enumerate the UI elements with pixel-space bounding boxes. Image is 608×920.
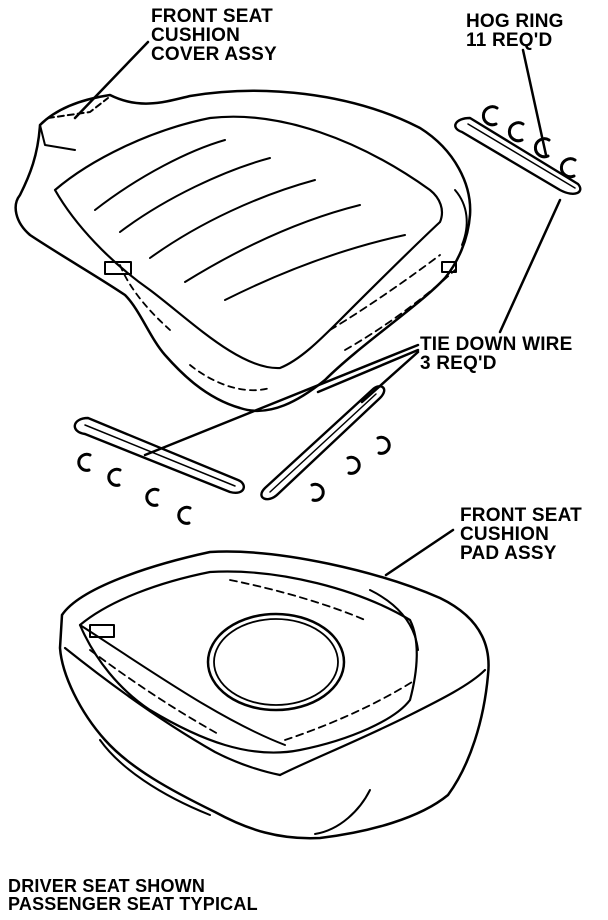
hog-rings-lower-left [77, 452, 192, 525]
tie-down-wire-label-line-2: 3 REQ'D [420, 353, 497, 374]
pad-assy-label-line-2: CUSHION [460, 524, 550, 545]
tie-down-wire-label-line-1: TIE DOWN WIRE [420, 334, 573, 355]
hog-rings-upper [481, 105, 577, 179]
pad-assy-label-line-3: PAD ASSY [460, 543, 557, 564]
cover-assy-label-line-1: FRONT SEAT [151, 6, 273, 27]
tie-down-wire-upper [454, 116, 582, 195]
cushion-cover-assembly [14, 89, 472, 413]
caption-line-2: PASSENGER SEAT TYPICAL [8, 894, 258, 914]
leader-lines [73, 40, 562, 577]
hog-ring-label-line-2: 11 REQ'D [466, 30, 553, 51]
cover-assy-label: FRONT SEAT CUSHION COVER ASSY [151, 7, 277, 64]
cover-assy-label-line-3: COVER ASSY [151, 44, 277, 65]
hog-ring-label-line-1: HOG RING [466, 11, 564, 32]
cover-assy-label-line-2: CUSHION [151, 25, 241, 46]
caption-line-1: DRIVER SEAT SHOWN [8, 876, 206, 896]
pad-assy-label-line-1: FRONT SEAT [460, 505, 582, 526]
hog-ring-label: HOG RING 11 REQ'D [466, 12, 564, 50]
hog-rings-lower-right [310, 435, 391, 502]
tie-down-wire-label: TIE DOWN WIRE 3 REQ'D [420, 335, 572, 373]
tie-down-wire-lower-right [260, 385, 386, 501]
tie-down-wire-lower-left [73, 416, 245, 494]
cushion-pad-assembly [58, 550, 490, 840]
pad-assy-label: FRONT SEAT CUSHION PAD ASSY [460, 506, 582, 563]
figure-caption: DRIVER SEAT SHOWN PASSENGER SEAT TYPICAL [8, 877, 258, 913]
